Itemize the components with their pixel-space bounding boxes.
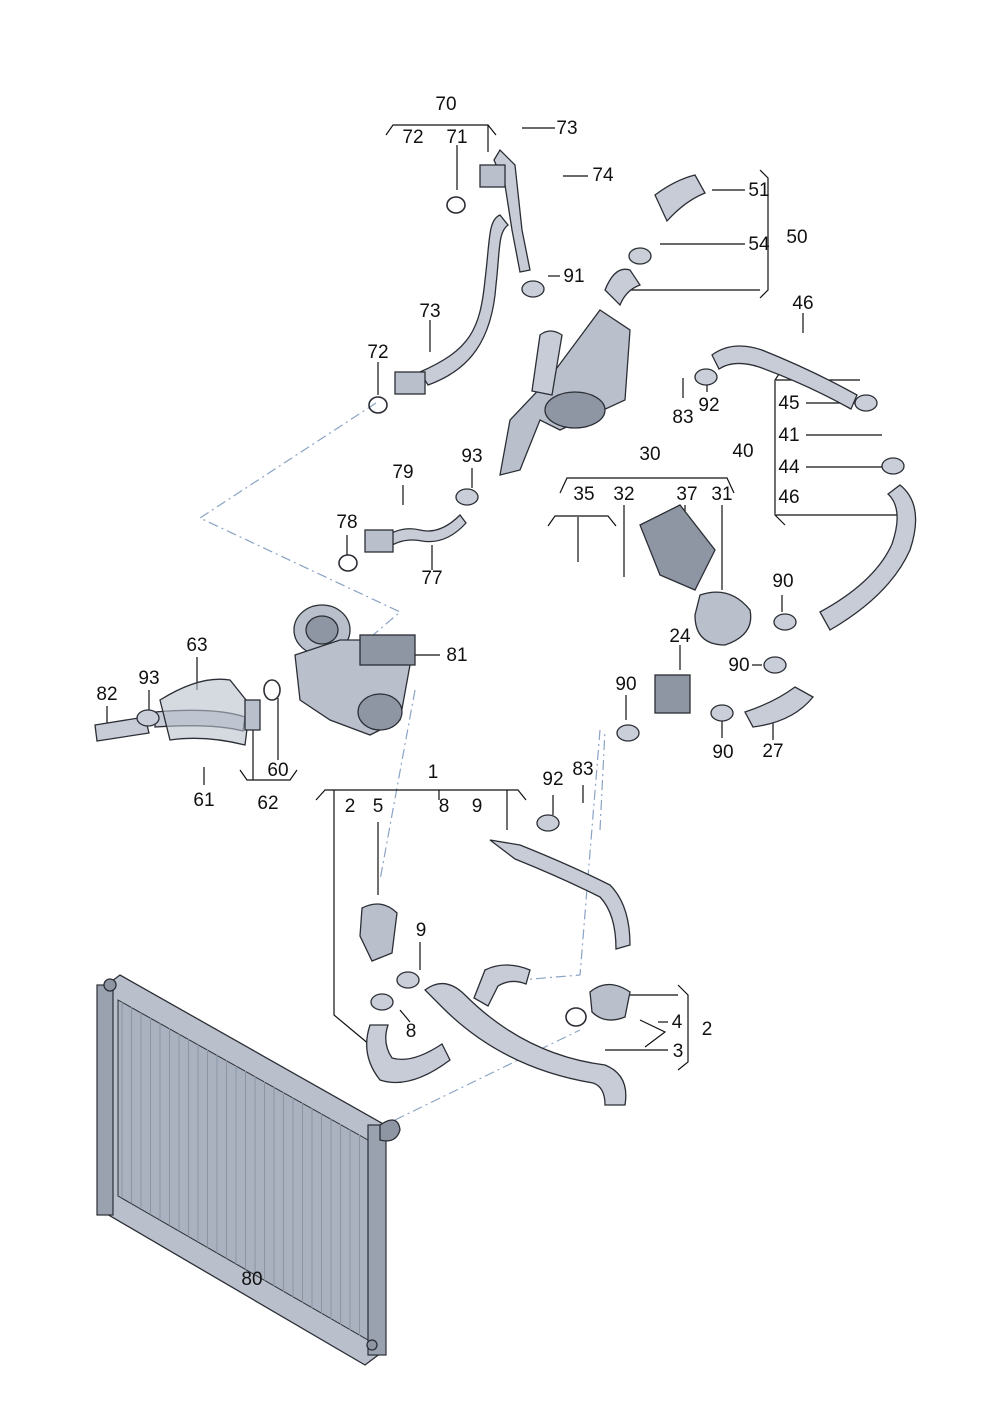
label-82: 82 [96, 684, 117, 705]
label-61: 61 [193, 790, 214, 811]
label-83: 83 [672, 407, 693, 428]
label-79: 79 [392, 462, 413, 483]
label-81: 81 [446, 645, 467, 666]
label-50: 50 [786, 227, 807, 248]
hose-clamp [710, 704, 734, 722]
label-90: 90 [772, 571, 793, 592]
turbocharger [263, 604, 416, 736]
label-1: 1 [428, 762, 439, 783]
label-60: 60 [267, 760, 288, 781]
label-32: 32 [613, 484, 634, 505]
label-30: 30 [639, 444, 660, 465]
hose-clamp [396, 971, 420, 989]
label-35: 35 [573, 484, 594, 505]
label-37: 37 [676, 484, 697, 505]
label-8: 8 [439, 796, 450, 817]
label-46-b: 46 [778, 487, 799, 508]
hose-clamp [455, 488, 479, 506]
label-91: 91 [563, 266, 584, 287]
label-90-b: 90 [728, 655, 749, 676]
hose-clamp [536, 814, 560, 832]
label-3: 3 [673, 1041, 684, 1062]
label-24: 24 [669, 626, 691, 647]
label-90-d: 90 [712, 742, 733, 763]
label-77: 77 [421, 568, 442, 589]
label-4: 4 [672, 1012, 683, 1033]
hose-clamp [763, 656, 787, 674]
label-27: 27 [762, 741, 783, 762]
label-71: 71 [446, 127, 467, 148]
label-9-b: 9 [416, 920, 427, 941]
label-51: 51 [748, 180, 769, 201]
radiator [96, 974, 401, 1366]
label-92: 92 [698, 395, 719, 416]
label-9: 9 [472, 796, 483, 817]
label-5: 5 [373, 796, 384, 817]
label-2-b: 2 [702, 1019, 713, 1040]
label-31: 31 [711, 484, 732, 505]
hose-clamp [521, 280, 545, 298]
label-41: 41 [778, 425, 799, 446]
hose-clamp [773, 613, 797, 631]
hose-clamp [616, 724, 640, 742]
hose-clamp [881, 457, 905, 475]
part-labels: 70 72 71 73 74 51 54 50 91 73 72 46 83 9… [96, 94, 813, 1290]
label-73-b: 73 [419, 301, 440, 322]
hoses [94, 148, 917, 1106]
hose-clamps [136, 247, 905, 1011]
label-90-c: 90 [615, 674, 636, 695]
label-72: 72 [402, 127, 423, 148]
components [159, 164, 752, 1048]
assembly-reference-lines [198, 402, 606, 1121]
label-72-b: 72 [367, 342, 388, 363]
hose-clamp [136, 709, 160, 727]
hose-clamp [854, 394, 878, 412]
label-70: 70 [435, 94, 456, 115]
label-40: 40 [732, 441, 753, 462]
label-73: 73 [556, 118, 577, 139]
label-80: 80 [241, 1269, 262, 1290]
label-46: 46 [792, 293, 813, 314]
radiator-fins [121, 1002, 360, 1336]
label-93-b: 93 [138, 668, 159, 689]
label-62: 62 [257, 793, 278, 814]
leader-lines [106, 124, 900, 1263]
label-8-b: 8 [406, 1021, 417, 1042]
label-83-b: 83 [572, 759, 593, 780]
label-54: 54 [748, 234, 770, 255]
label-2: 2 [345, 796, 356, 817]
hose-clamp [694, 368, 718, 386]
hose-clamp [370, 993, 394, 1011]
label-44: 44 [778, 457, 800, 478]
label-78: 78 [336, 512, 357, 533]
label-92-b: 92 [542, 769, 563, 790]
hose-clamp [628, 247, 652, 265]
label-63: 63 [186, 635, 207, 656]
label-93: 93 [461, 446, 482, 467]
label-74: 74 [592, 165, 614, 186]
label-45: 45 [778, 393, 799, 414]
